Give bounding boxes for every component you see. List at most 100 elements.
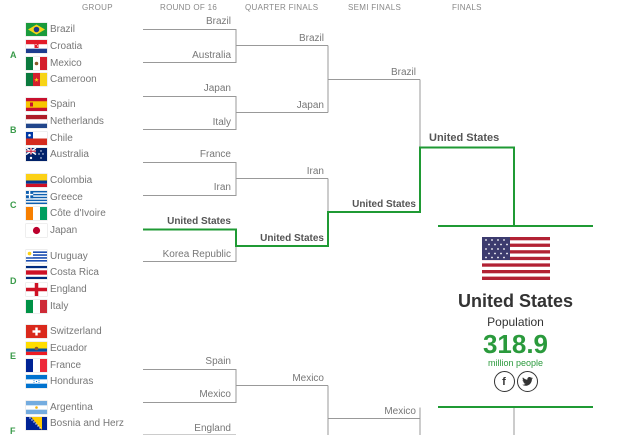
r16-england[interactable]: England (194, 423, 231, 434)
costa-rica-flag-icon (26, 265, 47, 279)
team-name: France (50, 359, 82, 371)
team-name: Switzerland (50, 325, 102, 337)
mexico-flag-icon (26, 56, 47, 70)
ecuador-flag-icon (26, 341, 47, 355)
qf-japan[interactable]: Japan (296, 100, 324, 111)
sf-mexico[interactable]: Mexico (384, 406, 416, 417)
header-group: GROUP (82, 3, 113, 12)
sf-united-states[interactable]: United States (352, 199, 416, 210)
team-name: Ecuador (50, 342, 88, 354)
team-name: Greece (50, 191, 83, 203)
team-chile[interactable]: Chile (26, 131, 73, 145)
r16-australia[interactable]: Australia (192, 50, 231, 61)
cote-divoire-flag-icon (26, 206, 47, 220)
team-honduras[interactable]: Honduras (26, 374, 93, 388)
croatia-flag-icon (26, 39, 47, 53)
team-name: Uruguay (50, 250, 88, 262)
card-stat-value: 318.9 (482, 329, 549, 359)
country-card: United States Population 318.9 million p… (438, 228, 593, 392)
team-name: Croatia (50, 40, 83, 52)
team-cameroon[interactable]: Cameroon (26, 72, 97, 86)
share-buttons: f (438, 371, 593, 392)
team-name: Honduras (50, 375, 94, 387)
team-australia[interactable]: Australia (26, 147, 89, 161)
team-name: Spain (50, 98, 76, 110)
colombia-flag-icon (26, 173, 47, 187)
header-finals: FINALS (452, 3, 482, 12)
team-name: Italy (50, 300, 69, 312)
group-letter-b: B (10, 125, 17, 135)
netherlands-flag-icon (26, 114, 47, 128)
cameroon-flag-icon (26, 72, 47, 86)
team-uruguay[interactable]: Uruguay (26, 249, 88, 263)
team-name: Bosnia and Herz (50, 417, 124, 429)
team-france[interactable]: France (26, 358, 81, 372)
card-country-name: United States (457, 291, 574, 311)
team-brazil[interactable]: Brazil (26, 22, 75, 36)
group-letter-d: D (10, 276, 17, 286)
italy-flag-icon (26, 299, 47, 313)
r16-mexico[interactable]: Mexico (199, 389, 231, 400)
team-croatia[interactable]: Croatia (26, 39, 82, 53)
honduras-flag-icon (26, 374, 47, 388)
r16-italy[interactable]: Italy (212, 117, 231, 128)
team-netherlands[interactable]: Netherlands (26, 114, 104, 128)
team-greece[interactable]: Greece (26, 190, 83, 204)
header-round-of-16: ROUND OF 16 (160, 3, 218, 12)
bosnia-flag-icon (26, 416, 47, 430)
team-argentina[interactable]: Argentina (26, 400, 93, 414)
australia-flag-icon (26, 147, 47, 161)
greece-flag-icon (26, 190, 47, 204)
argentina-flag-icon (26, 400, 47, 414)
team-name: Argentina (50, 401, 93, 413)
r16-spain[interactable]: Spain (205, 356, 231, 367)
team-name: Côte d'Ivoire (50, 207, 106, 219)
qf-brazil[interactable]: Brazil (298, 33, 324, 44)
team-mexico[interactable]: Mexico (26, 56, 82, 70)
facebook-icon[interactable]: f (493, 371, 515, 392)
r16-iran[interactable]: Iran (213, 182, 231, 193)
group-letter-f: F (10, 426, 16, 436)
r16-brazil[interactable]: Brazil (205, 16, 231, 27)
header-semi-finals: SEMI FINALS (348, 3, 402, 12)
r16-korea-republic[interactable]: Korea Republic (162, 249, 231, 260)
qf-mexico[interactable]: Mexico (292, 373, 324, 384)
france-flag-icon (26, 358, 47, 372)
japan-flag-icon (26, 223, 47, 237)
uruguay-flag-icon (26, 249, 47, 263)
team-cote-divoire[interactable]: Côte d'Ivoire (26, 206, 106, 220)
team-colombia[interactable]: Colombia (26, 173, 92, 187)
england-flag-icon (26, 282, 47, 296)
team-spain[interactable]: Spain (26, 97, 76, 111)
header-quarter-finals: QUARTER FINALS (245, 3, 319, 12)
team-name: England (50, 283, 87, 295)
group-letter-a: A (10, 50, 17, 60)
group-letter-e: E (10, 351, 17, 361)
team-ecuador[interactable]: Ecuador (26, 341, 87, 355)
r16-france[interactable]: France (199, 149, 231, 160)
team-italy[interactable]: Italy (26, 299, 68, 313)
final-united-states[interactable]: United States (429, 132, 500, 144)
qf-iran[interactable]: Iran (306, 166, 324, 177)
twitter-icon[interactable] (516, 371, 538, 392)
team-japan[interactable]: Japan (26, 223, 77, 237)
team-name: Costa Rica (50, 266, 99, 278)
team-name: Netherlands (50, 115, 104, 127)
sf-brazil[interactable]: Brazil (390, 67, 416, 78)
team-switzerland[interactable]: Switzerland (26, 324, 102, 338)
team-costa-rica[interactable]: Costa Rica (26, 265, 99, 279)
qf-united-states[interactable]: United States (260, 233, 324, 244)
team-name: Mexico (50, 57, 82, 69)
team-england[interactable]: England (26, 282, 87, 296)
spain-flag-icon (26, 97, 47, 111)
card-stat-unit: million people (487, 358, 544, 368)
team-bosnia[interactable]: Bosnia and Herz (26, 416, 124, 430)
united-states-flag-icon (481, 237, 550, 280)
brazil-flag-icon (26, 22, 47, 36)
r16-united-states[interactable]: United States (167, 216, 231, 227)
card-stat-label: Population (487, 315, 544, 329)
team-name: Cameroon (50, 73, 97, 85)
team-name: Australia (50, 148, 89, 160)
r16-japan[interactable]: Japan (203, 83, 231, 94)
